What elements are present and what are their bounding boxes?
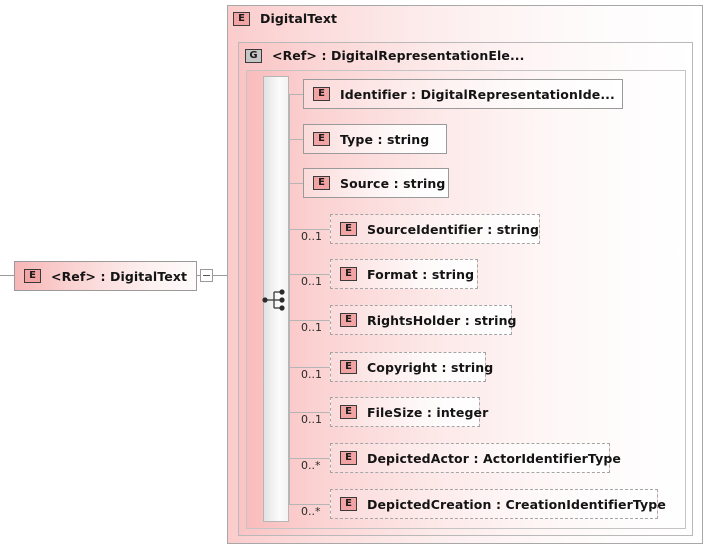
element-connector-line — [289, 367, 330, 368]
element-connector-riser — [289, 412, 290, 458]
element-connector-riser — [289, 367, 290, 412]
root-element-title: E DigitalText — [233, 11, 337, 26]
element-box[interactable]: E RightsHolder : string — [330, 305, 517, 335]
sequence-icon — [262, 289, 285, 311]
element-icon: E — [340, 222, 357, 236]
element-box[interactable]: E FileSize : integer — [330, 397, 488, 427]
element-icon: E — [340, 497, 357, 511]
element-label: Source : string — [340, 175, 446, 191]
element-icon: E — [313, 132, 330, 146]
group-icon: G — [245, 48, 262, 63]
element-connector-line — [289, 183, 303, 184]
element-connector-line — [289, 412, 330, 413]
element-box[interactable]: E Copyright : string — [330, 352, 493, 382]
element-icon: E — [24, 269, 41, 283]
cardinality-label: 0..1 — [301, 413, 322, 426]
toggle-connector-right — [213, 275, 228, 276]
element-icon: E — [313, 176, 330, 190]
element-box[interactable]: E DepictedActor : ActorIdentifierType — [330, 443, 621, 473]
element-label: Identifier : DigitalRepresentationIde... — [340, 86, 615, 102]
element-label: SourceIdentifier : string — [367, 221, 540, 237]
element-connector-line — [289, 139, 303, 140]
group-label: <Ref> : DigitalRepresentationEle... — [272, 48, 525, 63]
element-box[interactable]: E Type : string — [303, 124, 447, 154]
element-box[interactable]: E DepictedCreation : CreationIdentifierTy… — [330, 489, 666, 519]
cardinality-label: 0..1 — [301, 230, 322, 243]
element-label: Format : string — [367, 266, 475, 282]
element-connector-riser — [289, 94, 290, 139]
element-box[interactable]: E Source : string — [303, 168, 449, 198]
element-box[interactable]: E Format : string — [330, 259, 478, 289]
toggle-connector-left — [197, 275, 201, 276]
element-label: FileSize : integer — [367, 404, 489, 420]
cardinality-label: 0..1 — [301, 321, 322, 334]
element-icon: E — [340, 313, 357, 327]
element-connector-line — [289, 94, 303, 95]
root-element-label: DigitalText — [260, 11, 338, 26]
ref-element-box-digitaltext[interactable]: E <Ref> : DigitalText — [14, 261, 197, 291]
element-icon: E — [340, 451, 357, 465]
element-label: RightsHolder : string — [367, 312, 517, 328]
element-label: DepictedCreation : CreationIdentifierTyp… — [367, 496, 666, 512]
element-connector-line — [289, 274, 330, 275]
cardinality-label: 0..* — [301, 459, 321, 472]
element-icon: E — [313, 87, 330, 101]
collapse-toggle-icon[interactable] — [200, 269, 213, 282]
element-connector-line — [289, 504, 330, 505]
element-icon: E — [340, 267, 357, 281]
element-connector-riser — [289, 139, 290, 183]
group-title: G <Ref> : DigitalRepresentationEle... — [245, 48, 525, 63]
element-connector-riser — [289, 274, 290, 320]
element-icon: E — [340, 360, 357, 374]
element-connector-riser — [289, 183, 290, 229]
element-icon: E — [340, 405, 357, 419]
element-label: Type : string — [340, 131, 430, 147]
element-connector-line — [289, 320, 330, 321]
element-connector-line — [289, 458, 330, 459]
cardinality-label: 0..1 — [301, 368, 322, 381]
ref-connector-line-left — [0, 275, 15, 276]
element-box[interactable]: E SourceIdentifier : string — [330, 214, 540, 244]
element-label: DepictedActor : ActorIdentifierType — [367, 450, 621, 466]
ref-element-label: <Ref> : DigitalText — [51, 268, 188, 284]
element-connector-line — [289, 229, 330, 230]
cardinality-label: 0..* — [301, 505, 321, 518]
element-connector-riser — [289, 458, 290, 504]
element-connector-riser — [289, 320, 290, 367]
element-box[interactable]: E Identifier : DigitalRepresentationIde..… — [303, 79, 623, 109]
element-connector-riser — [289, 229, 290, 274]
element-label: Copyright : string — [367, 359, 494, 375]
element-icon: E — [233, 11, 250, 26]
cardinality-label: 0..1 — [301, 275, 322, 288]
